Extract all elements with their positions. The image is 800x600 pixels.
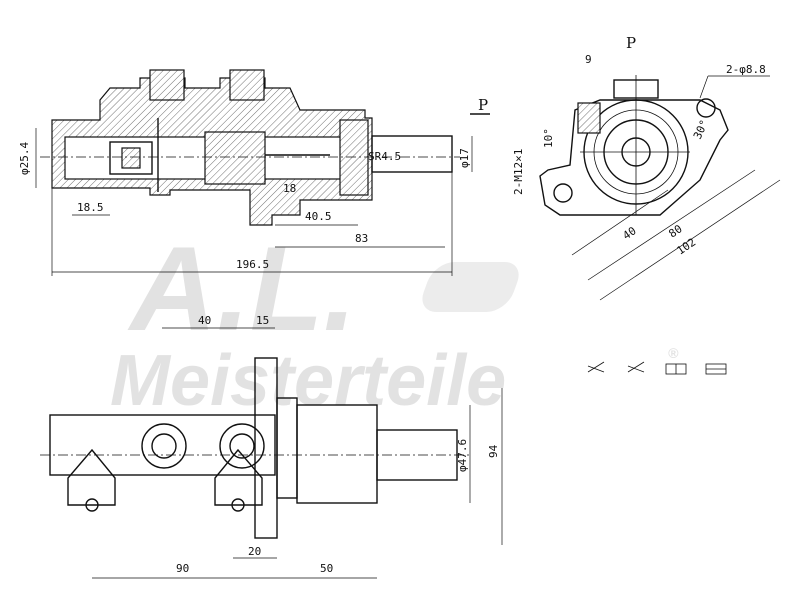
dim-flange-angle: 30° — [691, 118, 711, 142]
dim-40-5: 40.5 — [305, 210, 332, 223]
watermark-logo: A.L. — [127, 222, 357, 356]
dim-50: 50 — [320, 562, 333, 575]
dim-18-5: 18.5 — [77, 201, 104, 214]
dim-40-plan: 40 — [198, 314, 211, 327]
dim-bore: φ25.4 — [18, 142, 31, 175]
watermark-registered: ® — [668, 345, 679, 361]
end-view-title: P — [626, 34, 636, 52]
plan-view: 40 15 90 20 50 φ47.6 94 — [40, 314, 503, 579]
dim-80: 80 — [666, 222, 684, 240]
dim-port-angle: 10° — [542, 128, 555, 148]
dim-height: 94 — [487, 444, 500, 458]
dim-90: 90 — [176, 562, 189, 575]
dim-push: φ17 — [458, 148, 471, 168]
dim-pilot: φ47.6 — [456, 439, 469, 472]
dim-holes: 2-φ8.8 — [726, 63, 766, 76]
dim-thread: 2-M12×1 — [512, 149, 525, 195]
dim-15: 15 — [256, 314, 269, 327]
dim-20: 20 — [248, 545, 261, 558]
dim-port-width: 9 — [585, 53, 592, 66]
watermark: A.L. Meisterteile ® — [110, 222, 679, 421]
dim-18: 18 — [283, 182, 296, 195]
dim-overall: 196.5 — [236, 258, 269, 271]
watermark-brand: Meisterteile — [110, 341, 506, 421]
section-view: φ25.4 18.5 18 40.5 83 196.5 SR4.5 φ17 P — [18, 69, 490, 276]
view-marker-p: P — [478, 96, 488, 114]
dim-83: 83 — [355, 232, 368, 245]
dim-sphere: SR4.5 — [368, 150, 401, 163]
dim-102: 102 — [674, 236, 698, 258]
dim-40-end: 40 — [620, 224, 638, 242]
view-symbols — [587, 361, 727, 375]
flange-outline — [539, 99, 729, 216]
end-view: P 9 2-φ8.8 10° 30° 2-M12×1 40 80 102 — [512, 34, 781, 301]
